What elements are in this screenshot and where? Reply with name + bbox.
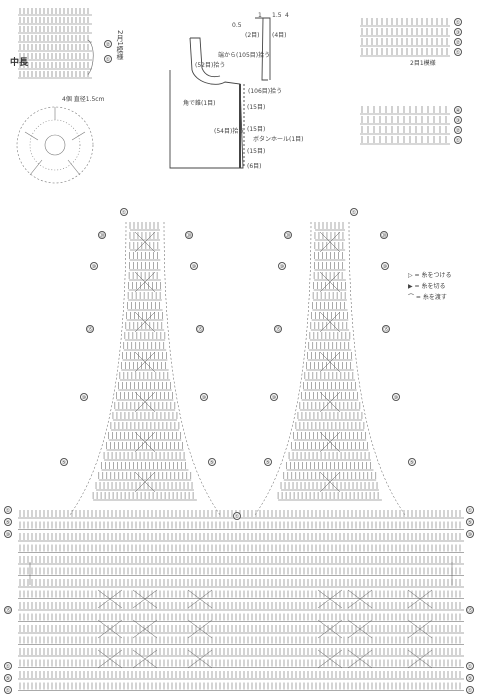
legend-item-attach: ▷ = 糸をつける (408, 272, 452, 279)
schematic-side-1: (15目) (247, 104, 266, 111)
legend-item-carry: ⌒ = 糸を渡す (408, 294, 447, 301)
lower-r-10: ⑩ (466, 530, 474, 538)
row-label-r-5: ⑤ (408, 458, 416, 466)
schematic-w6: (4目) (272, 32, 287, 39)
lower-r-1b: ① (466, 662, 474, 670)
schematic-back: (106目)拾う (248, 88, 283, 95)
row-label-r-10: ⑩ (381, 262, 389, 270)
middle-mark: ① (233, 512, 241, 520)
swatch-marker-1: ① (104, 55, 112, 63)
motif-title: 4個 直径1.5cm (62, 96, 105, 103)
row-label-cr-5: ⑤ (264, 458, 272, 466)
schematic-w4: 4 (285, 12, 289, 19)
row-label-l-5: ⑤ (60, 458, 68, 466)
row-label-cl-10b: ⑩ (200, 393, 208, 401)
lower-r-5: ⑤ (466, 518, 474, 526)
row-label-l-10b: ⑩ (80, 393, 88, 401)
row-label-cl-15: ⑮ (196, 325, 204, 333)
swatch-callout: 2月1模様 (116, 30, 124, 60)
schematic-armhole: 端から(105目)拾う (218, 52, 271, 59)
lower-r-1c: ① (466, 686, 474, 694)
schematic-6: (6目) (247, 163, 262, 170)
schematic-w3: 1.5 (272, 12, 282, 19)
schematic-neck: (52目)拾う (195, 62, 226, 69)
lower-l-5: ⑤ (4, 518, 12, 526)
swatch-marker-2: ② (104, 40, 112, 48)
row-label-cl-10: ⑩ (190, 262, 198, 270)
row-label-l-15: ⑮ (86, 325, 94, 333)
schematic-w5: (2目) (245, 32, 260, 39)
pattern1-row-2: ② (454, 38, 462, 46)
row-label-cr-20: ⑳ (284, 231, 292, 239)
lower-l-10: ⑩ (4, 530, 12, 538)
lower-r-15: ⑮ (466, 606, 474, 614)
lower-l-15: ⑮ (4, 606, 12, 614)
pattern2-row-4: ④ (454, 106, 462, 114)
schematic-bottom: (54目)拾う (214, 128, 245, 135)
row-label-cr-10: ⑩ (278, 262, 286, 270)
row-label-cl-5: ⑤ (208, 458, 216, 466)
lower-l-5b: ⑤ (4, 674, 12, 682)
pattern1-caption: 2目1模様 (410, 60, 436, 67)
schematic-button: ボタンホール(1目) (253, 136, 304, 143)
top-mark-left: ① (120, 208, 128, 216)
schematic-corner: 角で錐(1目) (183, 100, 216, 107)
pattern2-row-3: ③ (454, 116, 462, 124)
row-label-r-15: ⑮ (382, 325, 390, 333)
lower-l-1: ① (4, 506, 12, 514)
lower-r-1: ① (466, 506, 474, 514)
pattern1-row-3: ③ (454, 28, 462, 36)
schematic-w2: 1 (258, 12, 262, 19)
pattern1-row-1b: ① (454, 48, 462, 56)
row-label-r-20: ⑳ (380, 231, 388, 239)
row-label-cl-20: ⑳ (185, 231, 193, 239)
top-mark-right: ① (350, 208, 358, 216)
legend-item-cut: ▶ = 糸を切る (408, 283, 446, 290)
lower-l-1c: ① (4, 686, 12, 694)
lower-r-5b: ⑤ (466, 674, 474, 682)
schematic-side-3: (15目) (247, 148, 266, 155)
lower-l-1b: ① (4, 662, 12, 670)
row-label-cr-15: ⑮ (274, 325, 282, 333)
schematic-w1: 0.5 (232, 22, 242, 29)
schematic-side-2: (15目) (247, 126, 266, 133)
row-label-l-10: ⑩ (90, 262, 98, 270)
legend: ▷ = 糸をつける ▶ = 糸を切る ⌒ = 糸を渡す (408, 270, 451, 303)
row-label-l-20: ⑳ (98, 231, 106, 239)
row-label-r-10b: ⑩ (392, 393, 400, 401)
pattern2-row-1: ① (454, 136, 462, 144)
pattern2-row-2: ② (454, 126, 462, 134)
swatch-center-label: 中長 (10, 58, 29, 68)
pattern1-row-1: ① (454, 18, 462, 26)
row-label-cr-10b: ⑩ (270, 393, 278, 401)
